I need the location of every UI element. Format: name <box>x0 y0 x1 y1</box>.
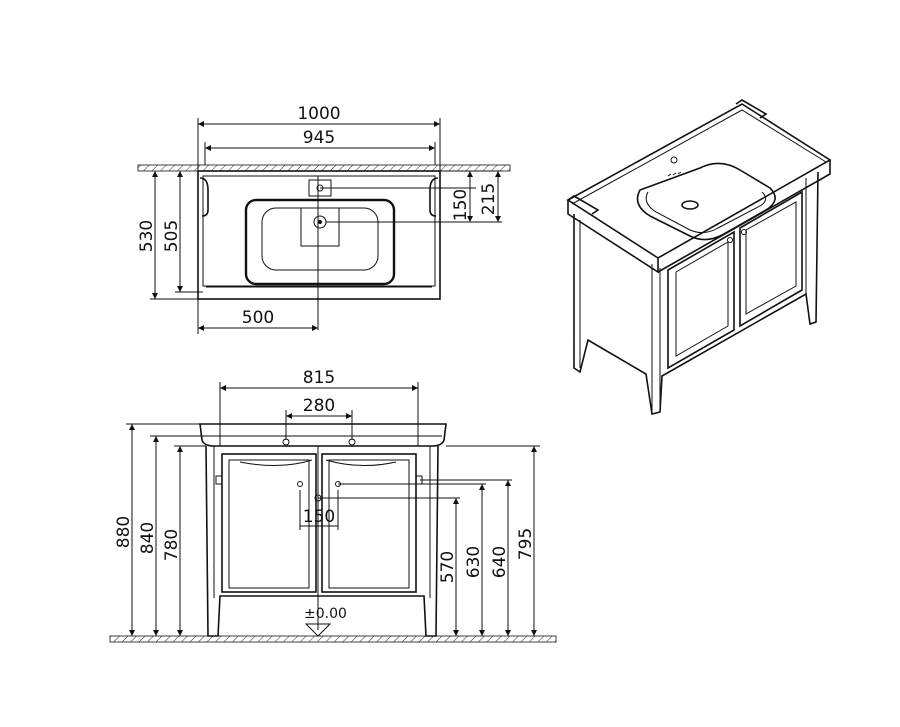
top-view: 1000 945 530 505 150 215 500 <box>137 104 511 334</box>
iso-door-left <box>667 230 735 370</box>
perspective-view <box>566 99 832 415</box>
floor-level-marker <box>304 623 332 637</box>
dim-tap-depth: 215 <box>479 183 499 215</box>
iso-bowl <box>636 162 776 241</box>
floor-hatch <box>109 635 557 643</box>
dim-waste-offset: 150 <box>303 507 335 527</box>
front-view: 815 280 150 880 840 780 570 630 <box>109 368 557 643</box>
floor-level-label: ±0.00 <box>304 606 347 622</box>
dim-depth: 530 <box>137 220 157 252</box>
dim-height-cabinet: 780 <box>162 529 182 561</box>
top-bowl <box>244 198 396 286</box>
dim-h795: 795 <box>516 528 536 560</box>
dim-overall-width: 1000 <box>297 104 340 124</box>
dim-tap-spacing: 280 <box>303 396 335 416</box>
dim-height-top: 840 <box>138 522 158 554</box>
iso-top <box>566 103 832 259</box>
dim-inner-depth: 505 <box>162 220 182 252</box>
front-door-left <box>221 453 317 593</box>
top-basin-outline <box>197 170 441 300</box>
dim-tap-offset: 150 <box>451 189 471 221</box>
front-door-right <box>321 453 417 593</box>
dim-h570: 570 <box>438 551 458 583</box>
dim-center: 500 <box>242 308 274 328</box>
dim-h630: 630 <box>464 546 484 578</box>
wall-hatch-top <box>137 164 511 172</box>
dim-height-total: 880 <box>114 516 134 548</box>
dim-inner-width: 945 <box>303 128 335 148</box>
iso-door-right <box>739 190 803 328</box>
dim-leg-width: 815 <box>303 368 335 388</box>
dim-h640: 640 <box>490 546 510 578</box>
front-basin <box>199 423 447 447</box>
